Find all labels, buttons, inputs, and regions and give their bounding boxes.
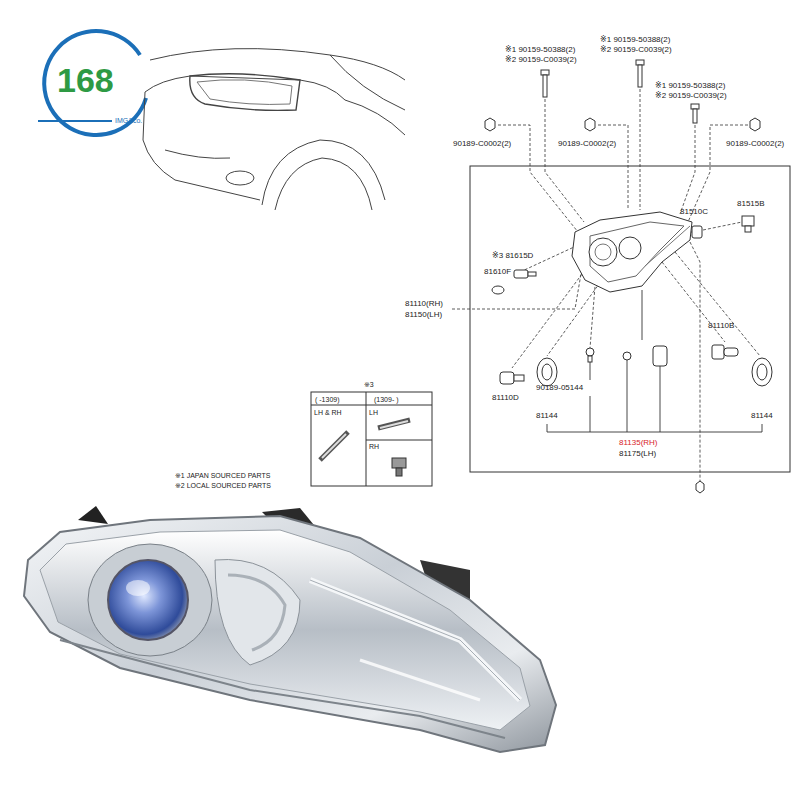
note-marker: ※3 [364, 381, 374, 389]
table-cell: RH [369, 443, 379, 451]
part-number: 81144 [751, 412, 773, 421]
headlight-photo [24, 506, 556, 752]
highlighted-part-number: 81135(RH) [619, 439, 658, 448]
part-number: 81515B [737, 200, 765, 209]
part-number: 81110D [492, 394, 519, 403]
part-number: 81144 [536, 412, 558, 421]
part-number: 90189-C0002(2) [726, 140, 784, 149]
part-number: ※1 90159-50388(2) [600, 36, 670, 45]
part-number: 81610F [484, 268, 511, 277]
part-number: ※2 90159-C0039(2) [655, 92, 727, 101]
table-cell: LH & RH [314, 409, 342, 417]
car-sketch [143, 49, 405, 210]
part-number: 90189-C0002(2) [453, 140, 511, 149]
parts [492, 212, 772, 493]
table-cell: ( -1309) [315, 396, 340, 404]
logo-text: 168 [57, 62, 114, 99]
part-number: ※2 90159-C0039(2) [600, 46, 672, 55]
part-number: 90189-05144 [536, 384, 583, 393]
part-number: 81110(RH) [405, 300, 443, 309]
inset-table [311, 392, 432, 486]
part-number: 90189-C0002(2) [558, 140, 616, 149]
logo [38, 31, 146, 135]
leader-lines [452, 89, 760, 484]
part-number: 81150(LH) [405, 311, 442, 320]
part-number: ※1 90159-50388(2) [505, 46, 575, 55]
part-number: ※1 90159-50388(2) [655, 82, 725, 91]
bracket-lines [547, 290, 762, 432]
fasteners [485, 60, 760, 131]
part-number: ※3 81615D [492, 252, 533, 261]
part-number: 81175(LH) [619, 450, 656, 459]
note: ※2 LOCAL SOURCED PARTS [175, 482, 271, 490]
parts-frame [470, 166, 790, 472]
part-number: 81110B [708, 322, 734, 331]
logo-subtext: IMG&co. [115, 117, 142, 125]
table-cell: (1309- ) [374, 396, 399, 404]
part-number: 81510C [680, 208, 708, 217]
note: ※1 JAPAN SOURCED PARTS [175, 472, 270, 480]
part-number: ※2 90159-C0039(2) [505, 56, 577, 65]
table-cell: LH [369, 409, 378, 417]
